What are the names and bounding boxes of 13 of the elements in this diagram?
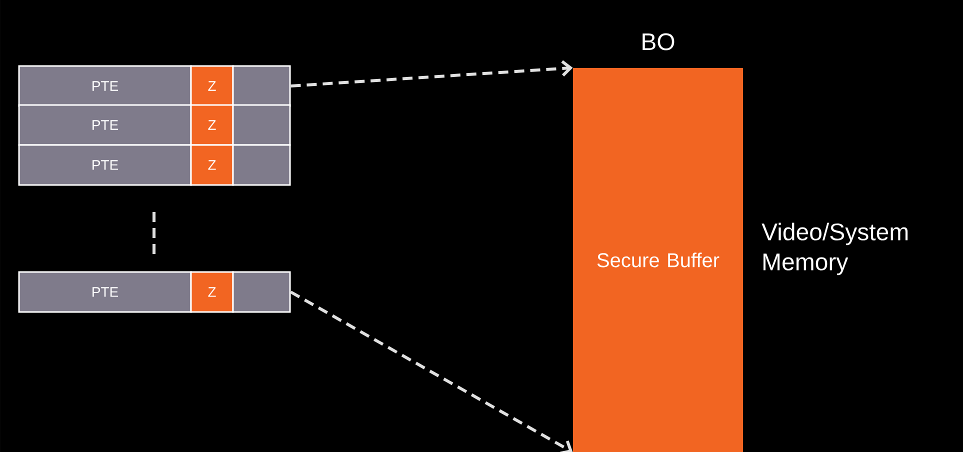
- arrow: [290, 60, 573, 88]
- pte-cell: PTE: [18, 144, 192, 186]
- side-label: Video/System Memory: [762, 222, 908, 276]
- pte-cell: PTE: [18, 65, 192, 107]
- heading: BO: [642, 33, 674, 50]
- z-cell: Z: [190, 65, 234, 107]
- pte-cell: PTE: [18, 104, 192, 146]
- z-cell: Z: [190, 104, 234, 146]
- pte-cell: PTE: [18, 271, 192, 313]
- z-cell: Z: [190, 144, 234, 186]
- z-cell: Z: [190, 271, 234, 313]
- buffer-block: Secure Buffer: [573, 68, 743, 452]
- arrow: [290, 290, 573, 452]
